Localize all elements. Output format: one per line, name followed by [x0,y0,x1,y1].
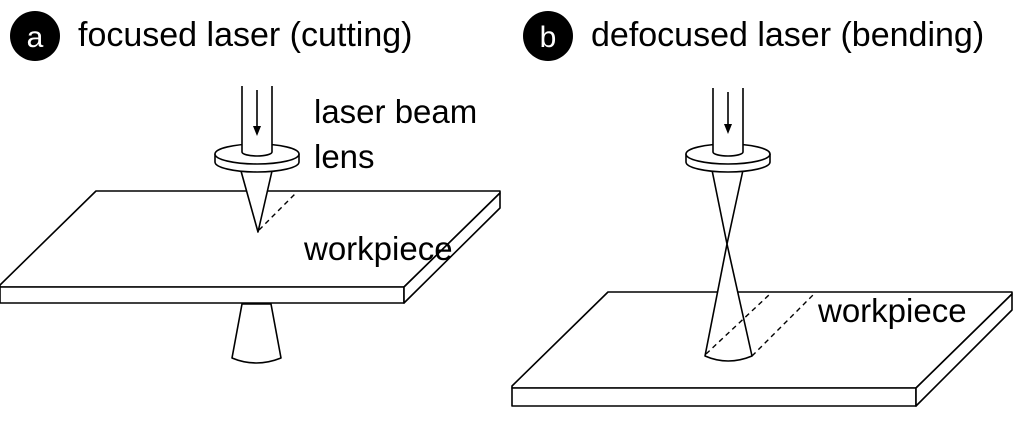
panel-a-badge [10,11,60,61]
panel-b-upper-cone [711,169,744,245]
panel-a-beam-label: laser beam [314,93,477,130]
panel-a-arrow-icon [253,126,261,136]
panel-b-workpiece-plate [511,291,1013,407]
panel-b: b defocused laser (bending) workpiece [511,11,1013,407]
panel-b-letter: b [540,21,557,54]
panel-a-lens-label: lens [314,138,375,175]
panel-a-exit-beam [231,303,282,364]
panel-a-workpiece-label: workpiece [303,230,453,267]
panel-b-workpiece-label: workpiece [817,292,967,329]
panel-a-letter: a [27,21,44,54]
panel-a-title: focused laser (cutting) [78,16,413,54]
panel-b-spot-line-2 [751,293,815,357]
panel-a-workpiece-plate [0,190,501,304]
panel-a-laser-beam [241,86,273,157]
panel-b-lower-cone [704,243,753,362]
panel-b-title: defocused laser (bending) [591,16,984,54]
panel-b-badge [523,11,573,61]
panel-b-spot-line-1 [705,293,771,355]
panel-b-arrow-icon [724,124,732,134]
panel-b-laser-beam [712,88,744,157]
panel-a: a focused laser (cutting) laser beam len… [0,11,501,364]
